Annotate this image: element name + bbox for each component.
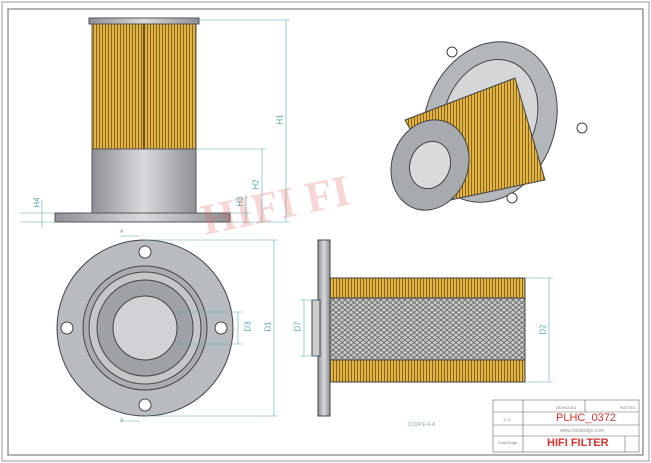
section-view [300,239,553,417]
title-brand: HIFI FILTER [547,437,609,449]
isometric-view [390,41,588,211]
dimension-d2: D2 [538,324,548,335]
dimension-h3: H3 [235,196,245,207]
dimension-d7: D7 [293,321,303,332]
title-part-number: PLHC_0372 [556,412,616,424]
dimension-d3: D3 [243,321,253,332]
title-scale: 1 / 1 [503,417,511,422]
title-author: RATTEC [620,405,636,410]
watermark-hifi-filter: HIFI FI [197,166,354,245]
dimension-h2: H2 [251,179,261,190]
title-block [492,399,640,453]
title-website: www.solidedge.com [560,428,605,434]
front-view [20,17,290,228]
dimension-d1: D1 [263,321,273,332]
section-mark-bottom: A [120,418,124,424]
title-software: Solid Edge [498,440,518,445]
dimension-h1: H1 [275,114,285,125]
section-label: COUPE A-A [408,422,436,428]
dimension-h4: H4 [32,197,42,208]
title-date: 24/09/2013 [556,405,577,410]
section-mark-top: A [120,229,124,235]
inner-frame [7,8,644,456]
plan-view [56,235,278,422]
